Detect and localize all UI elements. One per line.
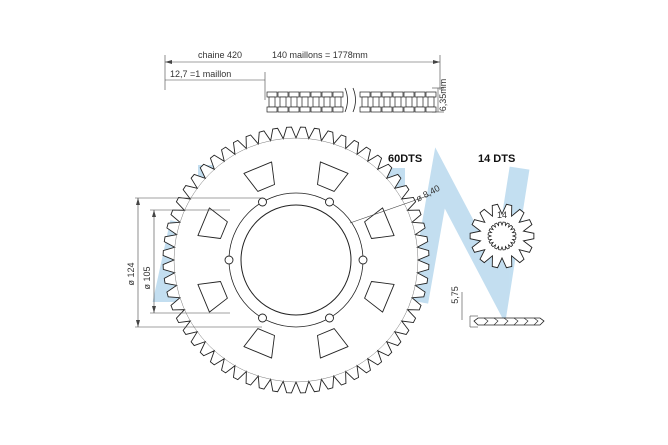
rear-bolt-hole	[358, 255, 368, 265]
rear-cutout	[197, 281, 228, 313]
front-sprocket: 14 DTS 14 5,75	[450, 153, 545, 328]
front-hub-label: 14	[497, 210, 507, 220]
chain-height-label: 6,35mm	[438, 79, 448, 112]
chain-link	[321, 91, 333, 113]
front-sprocket-side-view: 5,75	[450, 286, 545, 328]
inner-diameter-label: ø 105	[142, 266, 152, 289]
chain-length-label: 140 maillons = 1778mm	[272, 50, 368, 60]
hole-leader-line	[349, 194, 431, 224]
rear-bolt-holes	[224, 197, 368, 323]
rear-bolt-hole	[325, 313, 334, 323]
chain-link	[425, 91, 437, 113]
rear-teeth-label: 60DTS	[388, 153, 422, 165]
rear-center-bore	[240, 204, 352, 316]
chain-segment-right	[359, 91, 437, 113]
chain-link	[299, 91, 311, 113]
chain-link	[310, 91, 322, 113]
chain-segment-left	[266, 91, 344, 113]
rear-cutout	[243, 161, 275, 192]
chain-link	[277, 91, 289, 113]
rear-cutouts	[197, 161, 395, 359]
chain-link	[381, 91, 393, 113]
rear-cutout	[197, 207, 228, 239]
rear-cutout	[317, 328, 349, 359]
rear-bolt-hole	[258, 313, 267, 323]
front-teeth-label: 14 DTS	[478, 153, 515, 165]
rear-bolt-hole	[325, 197, 334, 207]
chain-link	[332, 91, 344, 113]
front-spline-bore	[487, 221, 517, 251]
rear-cutout	[364, 281, 395, 313]
rear-root-circle	[173, 137, 419, 383]
chain-link	[403, 91, 415, 113]
chain-link	[288, 91, 300, 113]
chain-link	[370, 91, 382, 113]
front-thickness-label: 5,75	[450, 286, 460, 304]
rear-cutout	[243, 328, 275, 359]
chain-type-label: chaine 420	[198, 50, 242, 60]
chain-link	[266, 91, 278, 113]
rear-cutout	[317, 161, 349, 192]
chain-link	[414, 91, 426, 113]
chain-dimension-group: chaine 420 140 maillons = 1778mm 12,7 =1…	[164, 50, 448, 113]
rear-bolt-hole	[224, 255, 234, 265]
chain-break-mark	[344, 87, 356, 113]
rear-bolt-hole	[258, 197, 267, 207]
pitch-label: 12,7 =1 maillon	[170, 69, 231, 79]
chain-link	[392, 91, 404, 113]
rear-cutout	[364, 207, 395, 239]
chain-link	[359, 91, 371, 113]
rear-sprocket: ø 8,40 ø 124 ø 105 60DTS	[126, 126, 441, 394]
outer-diameter-label: ø 124	[126, 262, 136, 285]
